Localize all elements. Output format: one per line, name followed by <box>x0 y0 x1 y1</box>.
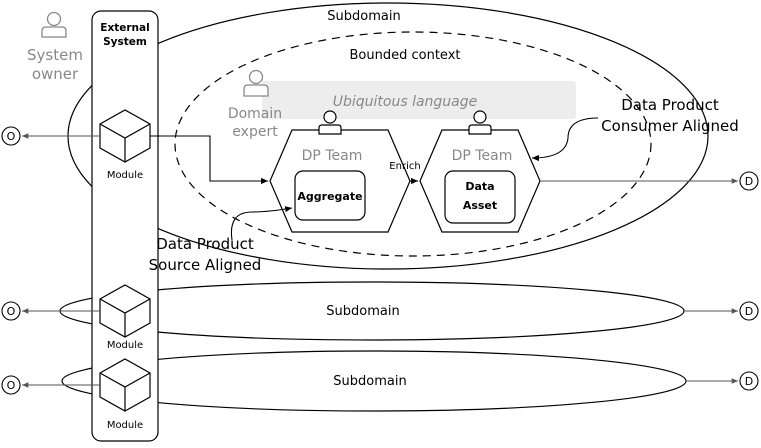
ubiquitous-language-label: Ubiquitous language <box>333 94 478 110</box>
module-cube-3 <box>99 358 151 412</box>
module-cube-1 <box>99 109 151 163</box>
o-port-1 <box>1 126 21 146</box>
dp-team-1-person-icon <box>318 110 342 135</box>
aggregate-label: Aggregate <box>297 190 362 203</box>
source-callout-curve <box>230 206 293 241</box>
bounded-context-ellipse <box>174 31 652 257</box>
consumer-callout-curve <box>531 117 599 162</box>
external-system-box <box>91 10 159 442</box>
dp-team-2-person-icon <box>468 110 492 135</box>
o-port-label-1: O <box>7 130 16 143</box>
d-port-label-1: D <box>745 175 753 188</box>
module-label-1: Module <box>107 170 143 181</box>
data-asset-box <box>444 170 516 224</box>
module-label-3: Module <box>107 420 143 431</box>
d-port-1 <box>739 171 759 191</box>
domain-expert-person-icon <box>243 69 269 97</box>
d-port-2 <box>739 301 759 321</box>
o-port-2 <box>1 301 21 321</box>
o-port-label-2: O <box>7 305 16 318</box>
subdomain-label-2: Subdomain <box>326 304 399 319</box>
d-port-3 <box>739 371 759 391</box>
ubiquitous-language-band <box>262 81 576 119</box>
module-to-team-arrow <box>150 135 268 185</box>
subdomain-label-1: Subdomain <box>327 9 400 24</box>
module-label-2: Module <box>107 340 143 351</box>
aggregate-box <box>294 170 366 221</box>
subdomain-label-3: Subdomain <box>333 374 406 389</box>
o-port-3 <box>1 375 21 395</box>
module-cube-2 <box>99 284 151 338</box>
system-owner-person-icon <box>41 11 67 38</box>
d-port-label-2: D <box>745 305 753 318</box>
dp-team-title-2: DP Team <box>452 148 513 164</box>
bounded-context-label: Bounded context <box>350 48 461 63</box>
d-port-label-3: D <box>745 375 753 388</box>
dp-team-title-1: DP Team <box>302 148 363 164</box>
o-port-label-3: O <box>7 379 16 392</box>
enrich-label: Enrich <box>389 161 420 172</box>
